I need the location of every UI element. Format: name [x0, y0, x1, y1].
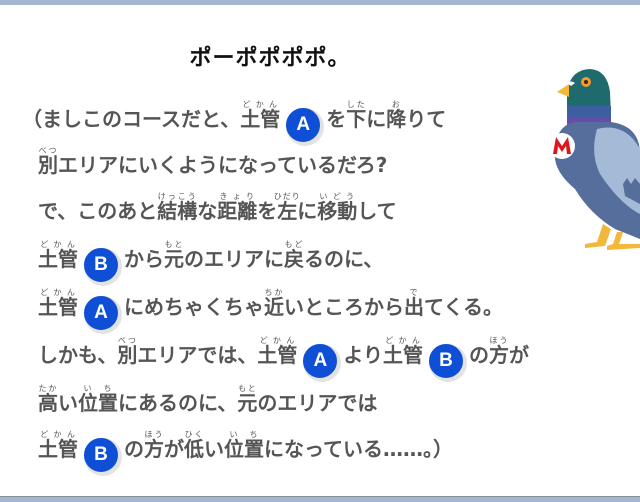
text-segment: （ましこのコースだと、: [22, 107, 241, 131]
ruby-word: 元もと: [237, 384, 258, 415]
ruby-word: 方ほう: [489, 336, 510, 367]
text-segment: な: [197, 199, 218, 223]
text-segment: が: [509, 343, 530, 367]
text-segment: にめちゃくちゃ: [124, 295, 264, 319]
text-segment: いところから: [284, 295, 404, 319]
ruby-word: 元もと: [164, 240, 184, 271]
text-segment: い: [204, 437, 224, 461]
bottom-frame-bar: [0, 496, 640, 502]
text-segment: が: [164, 437, 184, 461]
text-segment: より: [343, 343, 384, 367]
text-line: 別べつエリアにいくようになっているだろ?: [38, 142, 387, 188]
pipe-b-badge: B: [84, 438, 118, 472]
ruby-word: 戻もど: [284, 240, 304, 271]
ruby-word: 土管どかん: [38, 430, 78, 461]
text-segment: エリアでは、: [137, 343, 258, 367]
text-segment: になっている……。）: [264, 437, 453, 461]
text-segment: の: [124, 437, 144, 461]
ruby-word: 土管どかん: [383, 336, 424, 367]
pipe-a-badge: A: [84, 296, 118, 330]
text-segment: のエリアでは: [257, 391, 378, 415]
text-segment: てくる。: [424, 295, 503, 319]
ruby-word: 位置いち: [224, 430, 264, 461]
text-segment: で、このあと: [38, 199, 158, 223]
text-line: で、このあと結構けっこうな距離きょりを左ひだりに移動いどうして: [38, 188, 397, 234]
pipe-b-badge: B: [429, 344, 464, 378]
ruby-word: 左ひだり: [273, 192, 301, 223]
text-segment: に: [297, 199, 318, 223]
ruby-word: 土管どかん: [240, 100, 281, 131]
top-frame-bar: [0, 0, 640, 5]
text-segment: のエリアに: [184, 247, 284, 271]
ruby-word: 低ひく: [184, 430, 204, 461]
ruby-word: 近ちか: [264, 288, 284, 319]
text-segment: にあるのに、: [118, 391, 238, 415]
page-title: ポーポポポポ。: [189, 46, 351, 71]
pipe-a-badge: A: [303, 344, 338, 378]
pigeon-character-icon: [549, 69, 640, 250]
text-segment: しかも、: [38, 343, 118, 367]
text-segment: りて: [406, 107, 447, 131]
ruby-word: 降お: [386, 100, 407, 131]
ruby-word: 土管どかん: [38, 240, 78, 271]
pipe-a-badge: A: [286, 108, 321, 142]
text-segment: を: [257, 199, 278, 223]
text-segment: るのに、: [304, 247, 384, 271]
ruby-word: 移動いどう: [317, 192, 358, 223]
ruby-word: 距離きょり: [217, 192, 258, 223]
ruby-word: 下した: [346, 100, 367, 131]
text-segment: して: [357, 199, 397, 223]
ruby-word: 出で: [404, 288, 424, 319]
text-segment: の: [469, 343, 490, 367]
ruby-word: 土管どかん: [257, 336, 298, 367]
text-segment: エリアにいくようになっているだろ?: [58, 153, 388, 177]
text-segment: い: [58, 391, 78, 415]
text-segment: から: [124, 247, 164, 271]
ruby-word: 高たか: [38, 384, 58, 415]
ruby-word: 別べつ: [117, 336, 138, 367]
text-segment: を: [326, 107, 347, 131]
ruby-word: 土管どかん: [38, 288, 78, 319]
ruby-word: 位置いち: [78, 384, 118, 415]
text-segment: に: [366, 107, 387, 131]
ruby-word: 別べつ: [38, 146, 58, 177]
pipe-b-badge: B: [84, 248, 118, 282]
ruby-word: 結構けっこう: [157, 192, 198, 223]
ruby-word: 方ほう: [144, 430, 164, 461]
text-line: 高たかい位置いちにあるのに、元もとのエリアでは: [38, 380, 377, 426]
